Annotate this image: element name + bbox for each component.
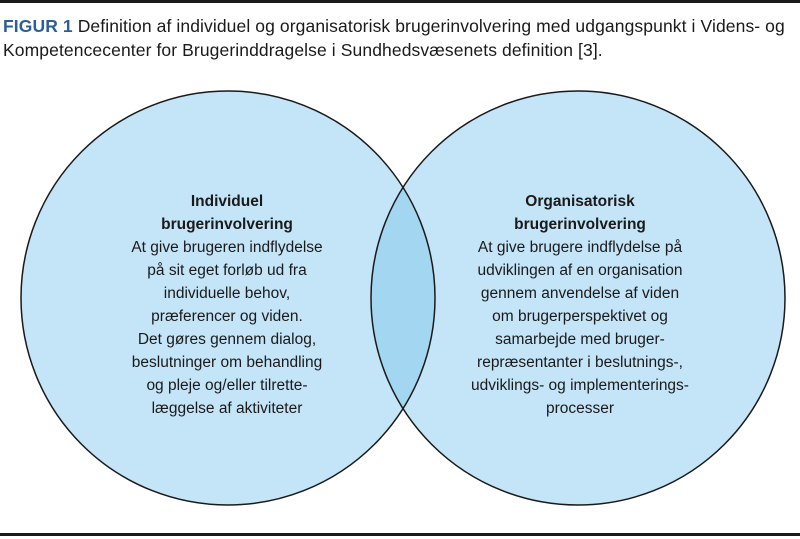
venn-circle-organizational xyxy=(371,91,785,505)
organizational-involvement-definition: At give brugere indflydelse på udvikling… xyxy=(471,239,689,417)
individual-involvement-heading: Individuel brugerinvolvering xyxy=(161,193,293,233)
figure-caption: FIGUR 1 Definition af individuel og orga… xyxy=(3,14,793,62)
bottom-rule xyxy=(0,533,800,536)
venn-circle-organizational-outline xyxy=(370,90,786,506)
figure-caption-text: Definition af individuel og organisatori… xyxy=(3,16,785,60)
organizational-involvement-text: Organisatorisk brugerinvolvering At give… xyxy=(452,190,708,420)
venn-circle-individual-outline xyxy=(20,90,436,506)
figure-label: FIGUR 1 xyxy=(3,16,73,36)
top-rule xyxy=(0,0,800,3)
individual-involvement-definition: At give brugeren indflydelse på sit eget… xyxy=(131,239,323,417)
organizational-involvement-heading: Organisatorisk brugerinvolvering xyxy=(514,193,646,233)
individual-involvement-text: Individuel brugerinvolvering At give bru… xyxy=(101,190,353,420)
venn-circle-individual xyxy=(21,91,435,505)
